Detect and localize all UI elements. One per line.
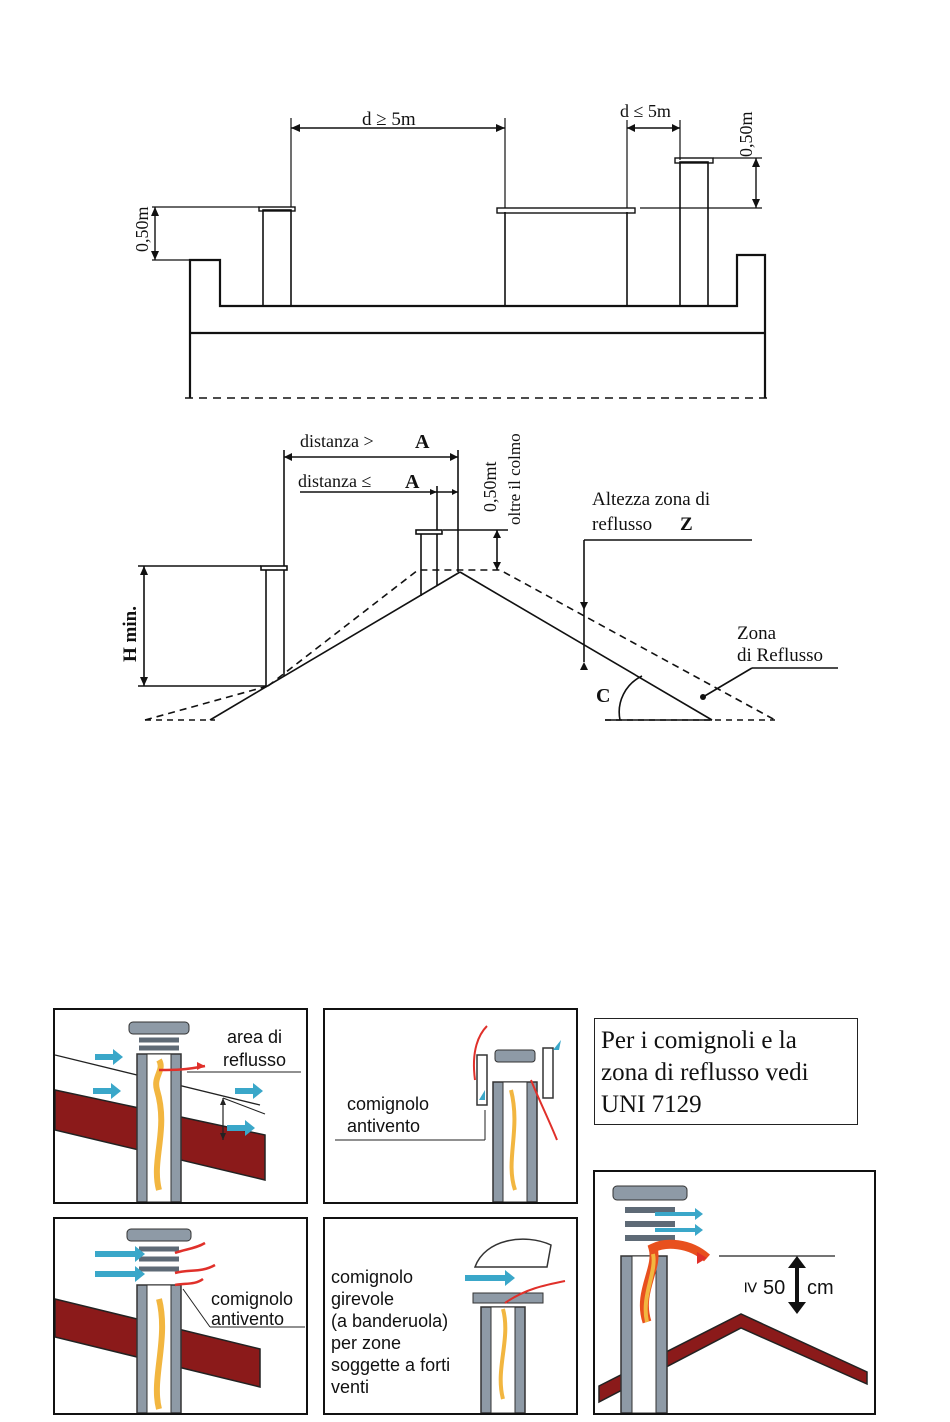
label-comignolo-1: comignolo: [347, 1094, 429, 1114]
label-above-ridge: oltre il colmo: [505, 433, 524, 525]
label-distance-le: distanza ≤: [298, 471, 371, 491]
label-angle-c: C: [596, 685, 610, 707]
panel-rotating-cap: comignolo girevole (a banderuola) per zo…: [323, 1217, 578, 1415]
label-zone-height-2: reflusso: [592, 514, 652, 535]
roof-left-slope: [209, 571, 461, 721]
label-height-left: 0,50m: [132, 206, 152, 252]
label-antivento-2: antivento: [211, 1309, 284, 1329]
label-rotating-1: comignolo: [331, 1267, 413, 1287]
note-line-3: UNI 7129: [601, 1091, 702, 1118]
panel-reflux-area: area di reflusso: [53, 1008, 308, 1204]
chimney-right: [679, 161, 709, 307]
roof-right-slope: [459, 571, 713, 721]
label-rotating-6: venti: [331, 1377, 369, 1397]
label-distance-le-5m: d ≤ 5m: [620, 101, 671, 121]
label-di-reflusso: di Reflusso: [737, 645, 823, 666]
panel-antiwind-cap: comignolo antivento: [323, 1008, 578, 1204]
label-comignolo-2: comignolo: [211, 1289, 293, 1309]
note-line-1: Per i comignoli e la: [601, 1027, 797, 1054]
label-rotating-5: soggette a forti: [331, 1355, 450, 1375]
label-rotating-2: girevole: [331, 1289, 394, 1309]
label-zone-height-var: Z: [680, 514, 693, 535]
chimney-left: [262, 209, 292, 307]
label-ge-symbol: ≥: [740, 1282, 762, 1293]
label-rotating-4: per zone: [331, 1333, 401, 1353]
panel-min-height: ≥ 50 cm: [593, 1170, 876, 1415]
label-zona: Zona: [737, 623, 777, 644]
label-ge-value: 50: [763, 1277, 785, 1299]
label-reflusso: reflusso: [223, 1050, 286, 1070]
label-distance-gt: distanza >: [300, 431, 374, 451]
roof-parapet-outline: [188, 253, 767, 398]
label-h-min: H min.: [120, 606, 141, 662]
label-height-050mt: 0,50mt: [480, 461, 500, 512]
label-height-right: 0,50m: [736, 111, 756, 157]
label-distance-le-var: A: [405, 471, 420, 493]
label-antivento-1: antivento: [347, 1116, 420, 1136]
label-zone-height-1: Altezza zona di: [592, 489, 710, 510]
label-distance-ge-5m: d ≥ 5m: [362, 109, 416, 130]
uni-7129-note: Per i comignoli e la zona di reflusso ve…: [594, 1018, 858, 1125]
label-ge-unit: cm: [807, 1277, 834, 1299]
label-area-di: area di: [227, 1027, 282, 1047]
flat-roof-diagram: d ≥ 5m d ≤ 5m 0,50m 0,50m: [132, 101, 772, 399]
panel-antiwind-roof: comignolo antivento: [53, 1217, 308, 1415]
label-distance-gt-var: A: [415, 431, 430, 453]
pitched-roof-diagram: distanza > A distanza ≤ A 0,50mt oltre i…: [120, 431, 838, 721]
angle-arc: [618, 675, 643, 721]
label-rotating-3: (a banderuola): [331, 1311, 448, 1331]
note-line-2: zona di reflusso vedi: [601, 1059, 809, 1086]
reflux-boundary-dashed: [144, 569, 776, 721]
